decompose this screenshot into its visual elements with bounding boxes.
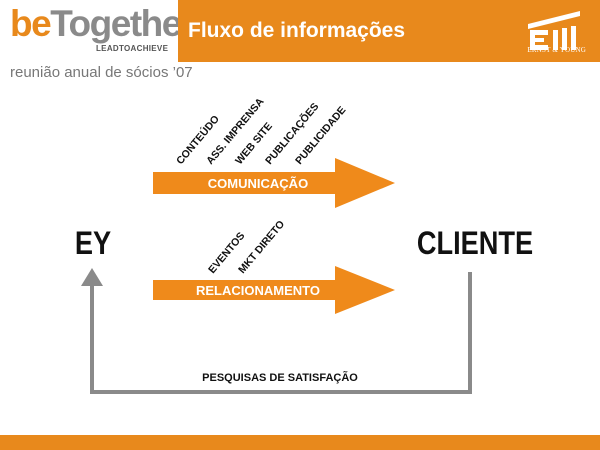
arrow-comunicacao	[153, 158, 395, 208]
logo-tagline: LEADTOACHIEVE	[96, 44, 169, 53]
ernst-young-logo-icon	[528, 11, 580, 50]
relacionamento-tags: EVENTOS MKT DIRETO	[206, 218, 287, 276]
betogether-logo: beTogether LEADTOACHIEVE	[0, 0, 195, 62]
node-cliente: CLIENTE	[417, 226, 533, 262]
feedback-line	[90, 272, 472, 394]
comunicacao-tags: CONTEÚDO ASS. IMPRENSA WEB SITE PUBLICAÇ…	[173, 95, 348, 166]
logo-be: be	[10, 3, 52, 44]
feedback-arrowhead	[81, 268, 103, 286]
subtitle: reunião anual de sócios ’07	[10, 64, 193, 81]
logo-together: Together	[50, 3, 195, 44]
header-bar: Fluxo de informações ERNST & YOUNG	[178, 0, 600, 62]
tag-publicacoes: PUBLICAÇÕES	[262, 100, 321, 167]
brand-text: ERNST & YOUNG	[527, 46, 586, 54]
logo-wordmark: beTogether	[10, 3, 195, 44]
feedback-label: PESQUISAS DE SATISFAÇÃO	[202, 371, 358, 384]
bottom-bar	[0, 435, 600, 450]
arrow-relacionamento	[153, 266, 395, 314]
node-ey: EY	[75, 226, 111, 262]
arrow-relacionamento-label: RELACIONAMENTO	[196, 283, 320, 298]
tag-mkt-direto: MKT DIRETO	[236, 218, 287, 276]
page-title: Fluxo de informações	[188, 19, 406, 42]
arrow-comunicacao-label: COMUNICAÇÃO	[208, 176, 308, 191]
